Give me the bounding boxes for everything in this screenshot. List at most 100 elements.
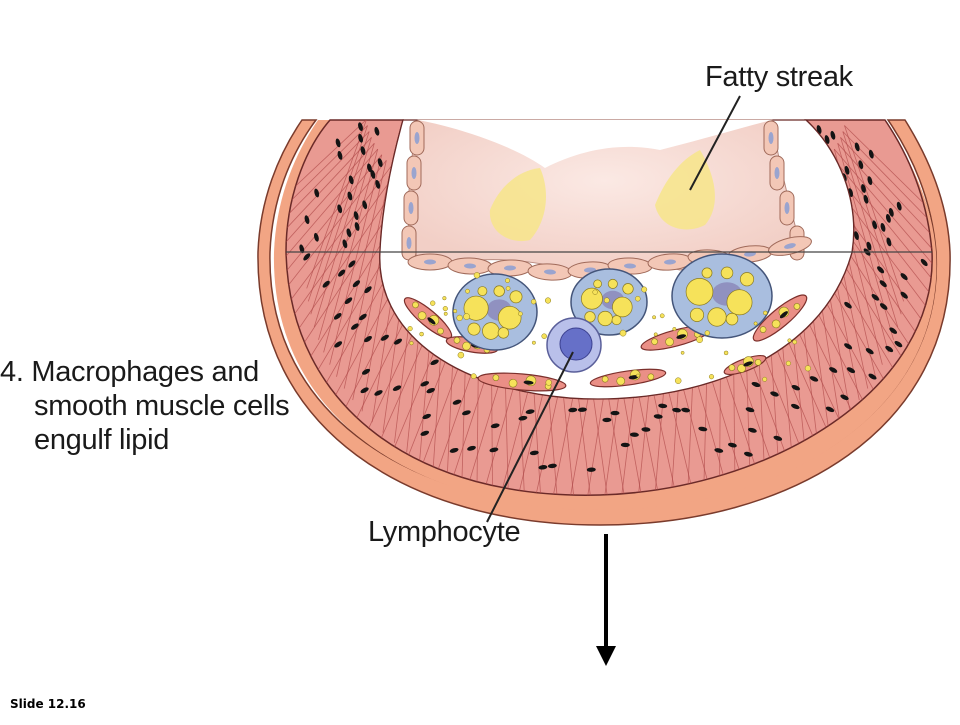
muscle-nucleus (529, 450, 539, 456)
muscle-nucleus (299, 244, 305, 254)
lipid-droplet (652, 315, 657, 320)
lipid-droplet (674, 377, 682, 384)
muscle-nucleus (303, 253, 311, 261)
muscle-nucleus (370, 170, 376, 179)
muscle-nucleus (346, 228, 352, 238)
lipid-droplet (785, 360, 791, 366)
muscle-nucleus (854, 142, 860, 152)
smooth-muscle-cell (589, 368, 667, 388)
lipid-droplet (470, 373, 477, 380)
step-line-3: engulf lipid (34, 424, 170, 456)
muscle-fiber (286, 176, 404, 412)
muscle-fiber (286, 170, 398, 401)
muscle-nucleus (586, 467, 596, 472)
muscle-fiber (844, 125, 933, 302)
muscle-fiber (840, 137, 899, 328)
muscle-nucleus (322, 280, 330, 288)
lipid-droplet (787, 338, 792, 343)
muscle-nucleus (861, 184, 866, 193)
muscle-nucleus (420, 430, 430, 436)
muscle-nucleus (348, 175, 354, 185)
muscle-nucleus (360, 387, 369, 394)
lipid-droplet (723, 350, 729, 356)
muscle-nucleus (920, 258, 928, 267)
lymphocyte-leader-line (486, 351, 574, 523)
macrophage (452, 273, 538, 351)
muscle-nucleus (886, 237, 892, 247)
endothelial-nucleus (411, 167, 417, 179)
muscle-nucleus (353, 211, 359, 220)
muscle-nucleus (347, 191, 353, 201)
muscle-nucleus (865, 348, 874, 355)
lipid-droplet (603, 297, 610, 304)
muscle-nucleus (380, 334, 389, 341)
muscle-nucleus (672, 407, 682, 413)
down-arrow-icon (596, 534, 616, 666)
lipid-droplet (505, 278, 510, 284)
muscle-nucleus (348, 260, 356, 268)
muscle-nucleus (462, 410, 471, 416)
muscle-fiber (837, 143, 933, 341)
muscle-fiber (833, 148, 933, 353)
smooth-muscle-cell (477, 372, 567, 392)
muscle-nucleus (877, 266, 885, 274)
smooth-muscle-cell (752, 294, 808, 342)
muscle-nucleus (824, 135, 830, 144)
muscle-fiber (307, 125, 368, 302)
muscle-nucleus (449, 447, 459, 453)
muscle-nucleus (337, 151, 343, 160)
lipid-droplet (635, 295, 641, 302)
step-line-2: smooth muscle cells (34, 390, 290, 422)
muscle-nucleus (880, 223, 886, 232)
muscle-nucleus (361, 368, 371, 375)
lipid-droplet (641, 286, 648, 293)
muscle-nucleus (364, 336, 372, 343)
lipid-droplets (407, 272, 811, 386)
lipid-droplet (453, 309, 458, 314)
muscle-fiber (343, 165, 392, 389)
muscle-nucleus (367, 163, 372, 173)
lipid-droplet (430, 300, 436, 306)
muscle-nucleus (889, 327, 898, 334)
muscle-nucleus (547, 463, 557, 469)
endothelial-nucleus (464, 263, 476, 269)
lipid-droplet (659, 313, 665, 319)
endothelial-nucleus (784, 202, 790, 214)
muscle-nucleus (727, 442, 737, 448)
fatty-streak-label: Fatty streak (705, 61, 853, 93)
muscle-nucleus (641, 427, 651, 432)
muscle-fiber (840, 137, 933, 328)
lipid-droplet (518, 311, 523, 317)
muscle-nucleus (375, 180, 381, 189)
muscle-fiber (286, 148, 379, 353)
lipid-droplet (792, 339, 798, 345)
muscle-fiber (306, 120, 367, 289)
muscle-nucleus (844, 343, 853, 350)
muscle-nucleus (518, 415, 528, 421)
muscle-nucleus (770, 391, 779, 397)
muscle-nucleus (888, 208, 894, 217)
lipid-droplet (442, 296, 447, 301)
muscle-nucleus (352, 280, 361, 288)
lipid-droplet (473, 272, 481, 279)
muscle-nucleus (490, 423, 500, 429)
lipid-droplet (680, 350, 685, 355)
fatty-streak-deposit-left (489, 168, 546, 242)
muscle-nucleus (653, 414, 663, 419)
lipid-droplet (530, 299, 537, 305)
muscle-nucleus (525, 409, 535, 415)
muscle-nucleus (629, 432, 639, 437)
muscle-nucleus (304, 215, 310, 225)
step-line-1: 4. Macrophages and (0, 356, 259, 388)
muscle-nucleus (422, 413, 431, 420)
muscle-nucleus (351, 323, 359, 330)
muscle-fiber (313, 137, 372, 328)
endothelial-nucleus (624, 263, 636, 269)
muscle-nucleus (342, 239, 348, 249)
muscle-nucleus (867, 176, 873, 185)
muscle-fiber (825, 160, 933, 378)
endothelial-nucleus (784, 243, 796, 249)
lipid-droplet (704, 330, 710, 336)
muscle-nucleus (610, 410, 620, 416)
